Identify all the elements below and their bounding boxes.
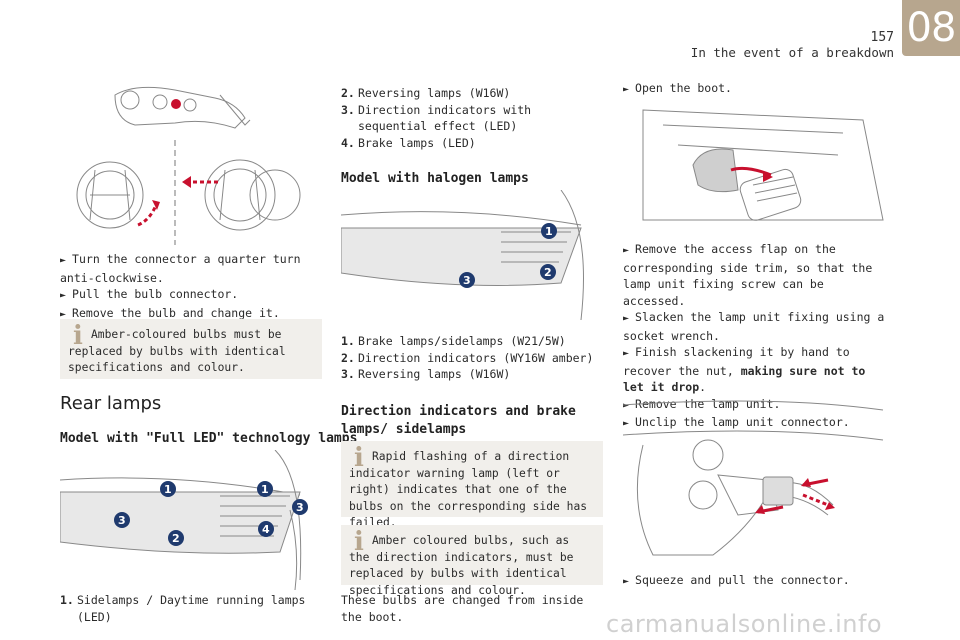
info-icon: i <box>354 443 364 473</box>
page-number: 157 <box>870 30 894 45</box>
connector-steps: Turn the connector a quarter turn anti-c… <box>60 251 322 323</box>
callout-badge: 3 <box>296 501 304 514</box>
list-item: 3.Direction indicators with sequential e… <box>341 102 532 134</box>
info-icon: i <box>73 321 83 351</box>
note-text: Amber coloured bulbs, such as the direct… <box>349 534 574 597</box>
info-icon: i <box>354 527 364 557</box>
subsection-heading: Model with "Full LED" technology lamps <box>60 431 358 446</box>
section-heading: Rear lamps <box>60 393 162 414</box>
list-item: 4.Brake lamps (LED) <box>341 135 476 150</box>
list-item: 1. Sidelamps / Daytime running lamps (LE… <box>60 592 322 625</box>
step-text: Unclip the lamp unit connector. <box>623 414 885 433</box>
subsection-heading: Direction indicators and brake lamps/ si… <box>341 404 576 437</box>
full-led-rear-lamp-illustration: 1 1 3 3 2 4 <box>60 450 308 590</box>
step-text: Open the boot. <box>623 80 885 99</box>
step-text: Squeeze and pull the connector. <box>623 572 885 591</box>
callout-badge: 1 <box>164 483 172 496</box>
list-item: 2.Reversing lamps (W16W) <box>341 86 511 100</box>
note-box: i Amber-coloured bulbs must be replaced … <box>60 319 322 379</box>
boot-steps: Remove the access flap on the correspond… <box>623 241 885 433</box>
step-text: Remove the lamp unit. <box>623 396 885 415</box>
callout-badge: 4 <box>262 523 270 536</box>
lamp-connector-illustration <box>623 400 884 556</box>
item-number: 1. <box>60 593 74 607</box>
item-text: Sidelamps / Daytime running lamps (LED) <box>77 593 306 624</box>
watermark: carmanualsonline.info <box>606 610 883 638</box>
step-text: Turn the connector a quarter turn anti-c… <box>60 251 322 286</box>
callout-badge: 2 <box>172 532 180 545</box>
section-title: In the event of a breakdown <box>690 45 894 60</box>
bulb-connector-illustration <box>76 86 301 245</box>
step-text: Pull the bulb connector. <box>60 286 322 305</box>
step-text: Remove the bulb and change it. <box>60 305 322 324</box>
list-item: 1.Brake lamps/sidelamps (W21/5W) <box>341 334 566 348</box>
callout-badge: 1 <box>545 225 553 238</box>
step-text: Remove the access flap on the correspond… <box>623 241 885 309</box>
halogen-rear-lamp-illustration: 1 2 3 <box>341 190 584 321</box>
list-item: 3.Reversing lamps (W16W) <box>341 367 511 381</box>
note-box: i Amber coloured bulbs, such as the dire… <box>341 525 603 597</box>
halogen-list: 1.Brake lamps/sidelamps (W21/5W) 2.Direc… <box>341 333 603 383</box>
note-box: i Rapid flashing of a direction indicato… <box>341 441 603 529</box>
step-text: Finish slackening it by hand to recover … <box>623 344 885 396</box>
footer-text: These bulbs are changed from inside the … <box>341 593 584 624</box>
callout-badge: 3 <box>118 514 126 527</box>
subsection-heading: Model with halogen lamps <box>341 171 529 186</box>
note-text: Rapid flashing of a direction indicator … <box>349 450 588 529</box>
callout-badge: 1 <box>261 483 269 496</box>
chapter-tab: 08 <box>902 0 960 56</box>
callout-badge: 3 <box>463 274 471 287</box>
note-text: Amber-coloured bulbs must be replaced by… <box>68 328 286 374</box>
step-text: Slacken the lamp unit fixing using a soc… <box>623 309 885 344</box>
list-item: 2.Direction indicators (WY16W amber) <box>341 350 594 365</box>
numbered-list: 2.Reversing lamps (W16W) 3.Direction ind… <box>341 85 603 151</box>
boot-access-flap-illustration <box>642 109 884 221</box>
callout-badge: 2 <box>544 266 552 279</box>
